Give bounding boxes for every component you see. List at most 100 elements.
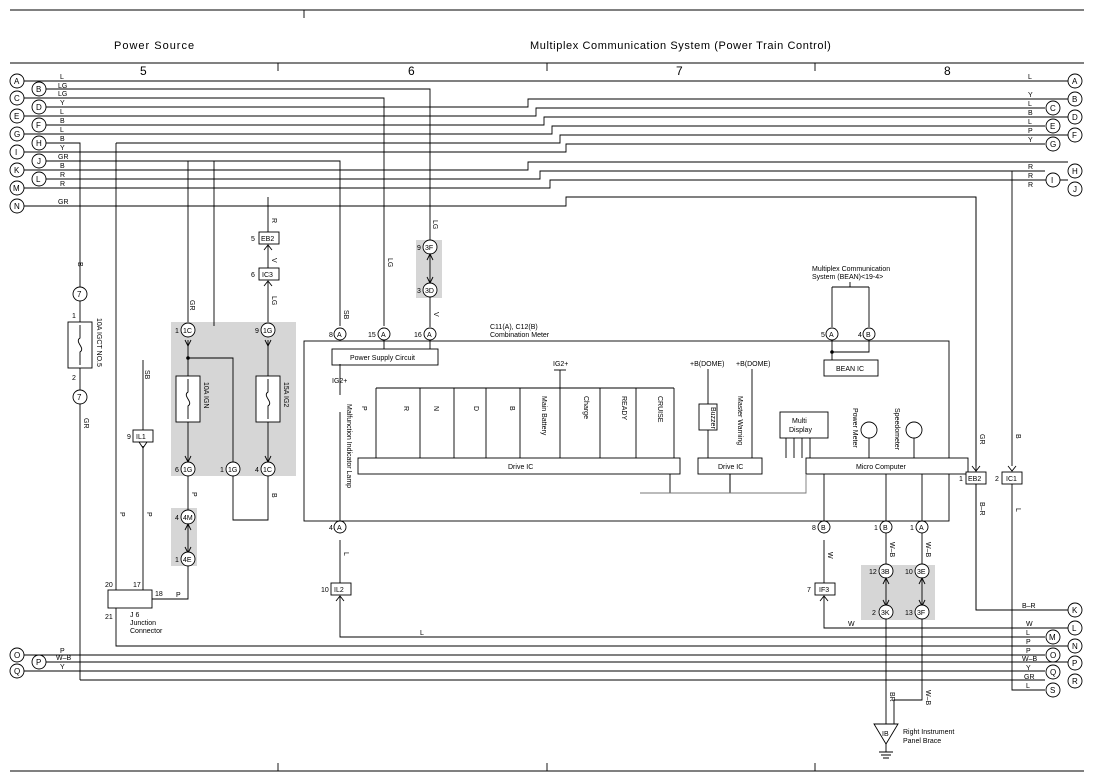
svg-text:L: L [1028,119,1032,126]
svg-text:2: 2 [995,476,999,483]
svg-text:7: 7 [77,393,82,402]
svg-text:1: 1 [959,476,963,483]
column-number-7: 7 [676,64,683,78]
left-marker-o: O [14,651,20,660]
left-marker-e: E [14,112,19,121]
svg-text:V: V [270,258,277,263]
svg-text:4: 4 [255,467,259,474]
svg-text:1G: 1G [263,328,272,335]
connector-il2 [330,582,352,596]
svg-text:4: 4 [858,332,862,339]
svg-text:Junction: Junction [130,620,156,627]
left-bus-lines [24,80,1068,672]
svg-text:LG: LG [58,83,67,90]
svg-text:Y: Y [60,100,65,107]
left-marker-m: M [13,184,20,193]
svg-text:R: R [60,172,65,179]
svg-text:EB2: EB2 [261,236,274,243]
svg-text:B–R: B–R [1022,603,1036,610]
right-marker-d: D [1072,113,1078,122]
svg-text:W–B: W–B [924,542,931,558]
svg-text:IC1: IC1 [1006,476,1017,483]
footer [10,763,1084,772]
svg-text:Y: Y [60,664,65,671]
svg-text:A: A [337,332,342,339]
svg-text:L: L [60,127,64,134]
micro-computer [805,457,969,475]
left-marker-j: J [37,157,41,166]
right-marker-k: K [1072,606,1078,615]
right-marker-i: I [1051,176,1053,185]
connector-ic3 [258,267,280,281]
right-marker-c: C [1050,104,1056,113]
svg-text:Multiplex Communication: Multiplex Communication [812,266,890,273]
svg-text:P: P [1026,639,1031,646]
svg-text:B: B [270,493,277,498]
svg-text:Y: Y [1026,665,1031,672]
svg-text:A: A [427,332,432,339]
svg-text:IB: IB [882,731,889,738]
left-marker-b: B [36,85,41,94]
left-marker-a: A [14,77,20,86]
il1-branch: SB IL1 9 P P [115,143,154,590]
ground-ib [873,723,899,745]
svg-text:W–B: W–B [1022,656,1038,663]
svg-text:4: 4 [175,515,179,522]
left-markers: A B C D E F G H I J K L M N O P Q [9,73,47,679]
svg-text:W: W [848,621,855,628]
svg-text:L: L [1028,74,1032,81]
svg-text:Main Battery: Main Battery [540,396,547,436]
meter-id: C11(A), C12(B) [490,324,538,331]
svg-text:Speedometer: Speedometer [893,408,900,451]
svg-text:1G: 1G [183,467,192,474]
connector-3f-3d: LG 3F 9 3D 3 V [417,220,439,327]
svg-text:6: 6 [251,272,255,279]
column-number-6: 6 [408,64,415,78]
multi-display [779,411,829,439]
svg-text:5: 5 [251,236,255,243]
svg-text:IL1: IL1 [136,434,146,441]
svg-text:7: 7 [77,290,82,299]
meter-internal-wiring [339,282,923,521]
svg-text:B: B [1014,434,1021,439]
right-marker-p: P [1072,659,1077,668]
svg-text:1C: 1C [183,328,192,335]
right-marker-j: J [1073,185,1077,194]
svg-text:10: 10 [321,587,329,594]
svg-text:A: A [381,332,386,339]
right-markers: A B C D E F G H I J K L M N O P Q R S [1045,73,1083,698]
power-meter-gauge [860,421,878,439]
svg-text:SB: SB [143,370,150,380]
svg-text:Y: Y [1028,137,1033,144]
svg-text:20: 20 [105,582,113,589]
ground-label-2: Panel Brace [903,738,941,745]
column-number-5: 5 [140,64,147,78]
svg-text:D: D [472,406,479,411]
svg-text:13: 13 [905,610,913,617]
svg-text:READY: READY [620,396,627,420]
svg-text:1: 1 [220,467,224,474]
svg-text:A: A [829,332,834,339]
svg-text:Micro Computer: Micro Computer [856,464,906,471]
svg-text:3K: 3K [881,610,890,617]
left-marker-g: G [14,130,20,139]
right-marker-a: A [1072,77,1078,86]
svg-text:7: 7 [807,587,811,594]
svg-text:+B(DOME): +B(DOME) [690,361,724,368]
svg-text:BR: BR [888,692,895,702]
svg-text:GR: GR [978,434,985,445]
svg-text:5: 5 [821,332,825,339]
svg-text:3F: 3F [917,610,925,617]
fuse-ig2-label: 15A IG2 [282,382,289,407]
svg-text:P: P [1026,648,1031,655]
svg-text:1: 1 [874,525,878,532]
bottom-connectors: L IL2 10 L W IF3 7 W W–B W–B 3B 12 3E 10… [321,533,1068,759]
svg-text:1: 1 [72,313,76,320]
left-marker-c: C [14,94,20,103]
svg-text:L: L [60,109,64,116]
svg-text:Charge: Charge [582,396,589,419]
svg-text:B: B [60,118,65,125]
svg-text:9: 9 [255,328,259,335]
svg-text:1G: 1G [228,467,237,474]
